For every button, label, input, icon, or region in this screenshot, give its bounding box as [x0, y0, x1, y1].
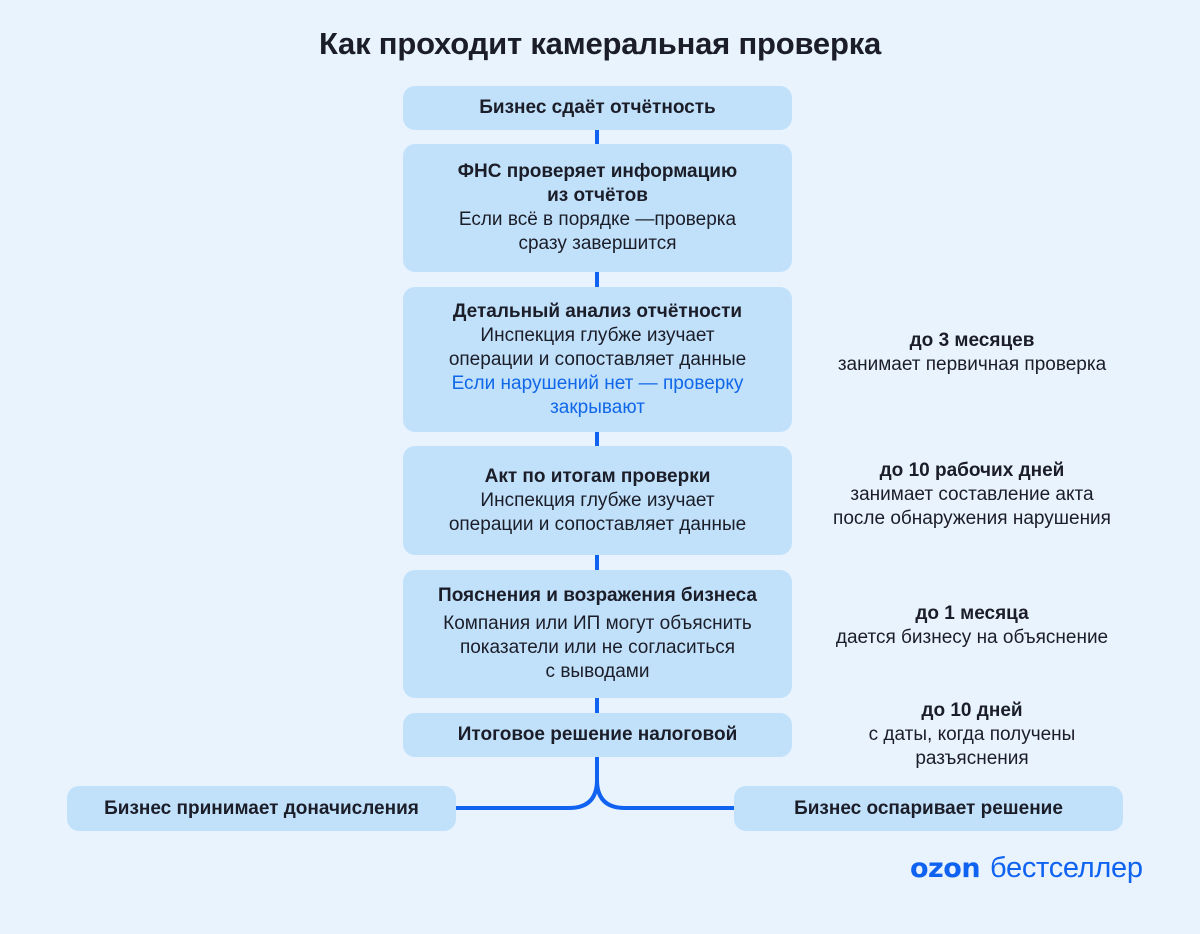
step-4-heading: Акт по итогам проверки: [484, 465, 711, 487]
timing-2-text-line-2: после обнаружения нарушения: [833, 508, 1111, 529]
connector-branch-left: [456, 757, 599, 810]
step-5-text-line-1: Компания или ИП могут объяснить: [443, 613, 752, 634]
step-3-highlight-line-1: Если нарушений нет — проверку: [451, 372, 744, 394]
step-fns-check: ФНС проверяет информацию из отчётов Если…: [403, 144, 792, 272]
timing-note-1-month: до 1 месяца дается бизнесу на объяснение: [812, 602, 1132, 650]
timing-1-text: занимает первичная проверка: [837, 354, 1107, 375]
timing-4-text-line-2: разъяснения: [915, 748, 1029, 769]
step-inspection-act: Акт по итогам проверки Инспекция глубже …: [403, 446, 792, 555]
logo-brand-text: бестселлер: [990, 852, 1143, 884]
outcome-dispute: Бизнес оспаривает решение: [734, 786, 1123, 831]
timing-4-text-line-1: с даты, когда получены: [868, 724, 1076, 745]
timing-note-3-months: до 3 месяцев занимает первичная проверка: [812, 329, 1132, 377]
timing-note-10-days: до 10 дней с даты, когда получены разъяс…: [812, 699, 1132, 771]
step-submit-reports: Бизнес сдаёт отчётность: [403, 86, 792, 130]
step-3-heading: Детальный анализ отчётности: [452, 300, 743, 322]
step-5-text-line-3: с выводами: [545, 661, 650, 682]
step-2-text-line-1: Если всё в порядке —проверка: [458, 209, 737, 230]
step-2-heading-line-2: из отчётов: [547, 185, 648, 206]
step-2-heading-line-1: ФНС проверяет информацию: [457, 161, 738, 182]
timing-2-text-line-1: занимает составление акта: [850, 484, 1094, 505]
step-3-text-line-1: Инспекция глубже изучает: [480, 324, 715, 346]
outcome-accept-label: Бизнес принимает доначисления: [104, 797, 419, 819]
timing-4-heading: до 10 дней: [921, 700, 1023, 721]
outcome-dispute-label: Бизнес оспаривает решение: [794, 797, 1063, 819]
step-2-text-line-2: сразу завершится: [518, 233, 677, 254]
timing-2-heading: до 10 рабочих дней: [879, 460, 1065, 481]
ozon-bestseller-logo: ozon бестселлер: [910, 852, 1143, 885]
step-1-heading: Бизнес сдаёт отчётность: [479, 97, 716, 118]
step-5-text-line-2: показатели или не согласиться: [459, 637, 736, 658]
connector-branch-right: [595, 757, 734, 810]
timing-3-heading: до 1 месяца: [915, 603, 1029, 624]
diagram-title: Как проходит камеральная проверка: [318, 26, 882, 61]
step-4-text-line-1: Инспекция глубже изучает: [480, 489, 715, 511]
timing-1-heading: до 3 месяцев: [909, 330, 1035, 351]
timing-note-10-working-days: до 10 рабочих дней занимает составление …: [812, 459, 1132, 531]
ozon-logo-mark: ozon: [910, 853, 981, 884]
outcome-accept: Бизнес принимает доначисления: [67, 786, 456, 831]
step-4-text-line-2: операции и сопоставляет данные: [448, 513, 747, 535]
step-final-decision: Итоговое решение налоговой: [403, 713, 792, 757]
step-detailed-analysis: Детальный анализ отчётности Инспекция гл…: [403, 287, 792, 432]
timing-3-text: дается бизнесу на объяснение: [835, 627, 1109, 648]
step-3-text-line-2: операции и сопоставляет данные: [448, 348, 747, 370]
step-5-heading: Пояснения и возражения бизнеса: [438, 585, 757, 606]
step-6-heading: Итоговое решение налоговой: [457, 724, 738, 745]
step-3-highlight-line-2: закрывают: [550, 396, 645, 418]
step-business-objections: Пояснения и возражения бизнеса Компания …: [403, 570, 792, 698]
